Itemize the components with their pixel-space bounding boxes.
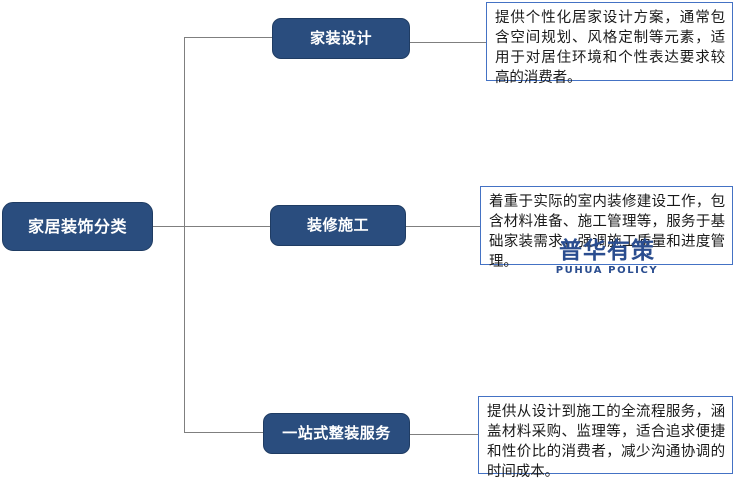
connector-trunk-vertical xyxy=(184,37,185,433)
connector-branch-1-to-desc-1 xyxy=(410,42,487,43)
branch-node-one-stop-service[interactable]: 一站式整装服务 xyxy=(263,413,410,454)
branch-node-label: 家装设计 xyxy=(309,29,372,48)
branch-node-label: 一站式整装服务 xyxy=(282,424,391,443)
branch-node-home-design[interactable]: 家装设计 xyxy=(272,18,410,59)
description-box-renovation-construction: 着重于实际的室内装修建设工作，包含材料准备、施工管理等，服务于基础家装需求，强调… xyxy=(480,186,733,270)
connector-trunk-to-branch-2 xyxy=(184,226,271,227)
branch-node-renovation-construction[interactable]: 装修施工 xyxy=(270,205,406,246)
description-box-home-design: 提供个性化居家设计方案，通常包含空间规划、风格定制等元素，适用于对居住环境和个性… xyxy=(486,2,733,86)
connector-branch-3-to-desc-3 xyxy=(410,434,479,435)
connector-branch-2-to-desc-2 xyxy=(406,226,481,227)
connector-trunk-to-branch-1 xyxy=(184,37,273,38)
branch-node-label: 装修施工 xyxy=(306,216,369,235)
connector-root-to-trunk xyxy=(153,226,185,227)
root-node[interactable]: 家居装饰分类 xyxy=(2,202,153,251)
connector-trunk-to-branch-3 xyxy=(184,432,264,433)
root-node-label: 家居装饰分类 xyxy=(27,216,127,236)
watermark-english-text: PUHUA POLICY xyxy=(555,265,659,276)
description-box-one-stop-service: 提供从设计到施工的全流程服务，涵盖材料采购、监理等，适合追求便捷和性价比的消费者… xyxy=(478,396,733,480)
